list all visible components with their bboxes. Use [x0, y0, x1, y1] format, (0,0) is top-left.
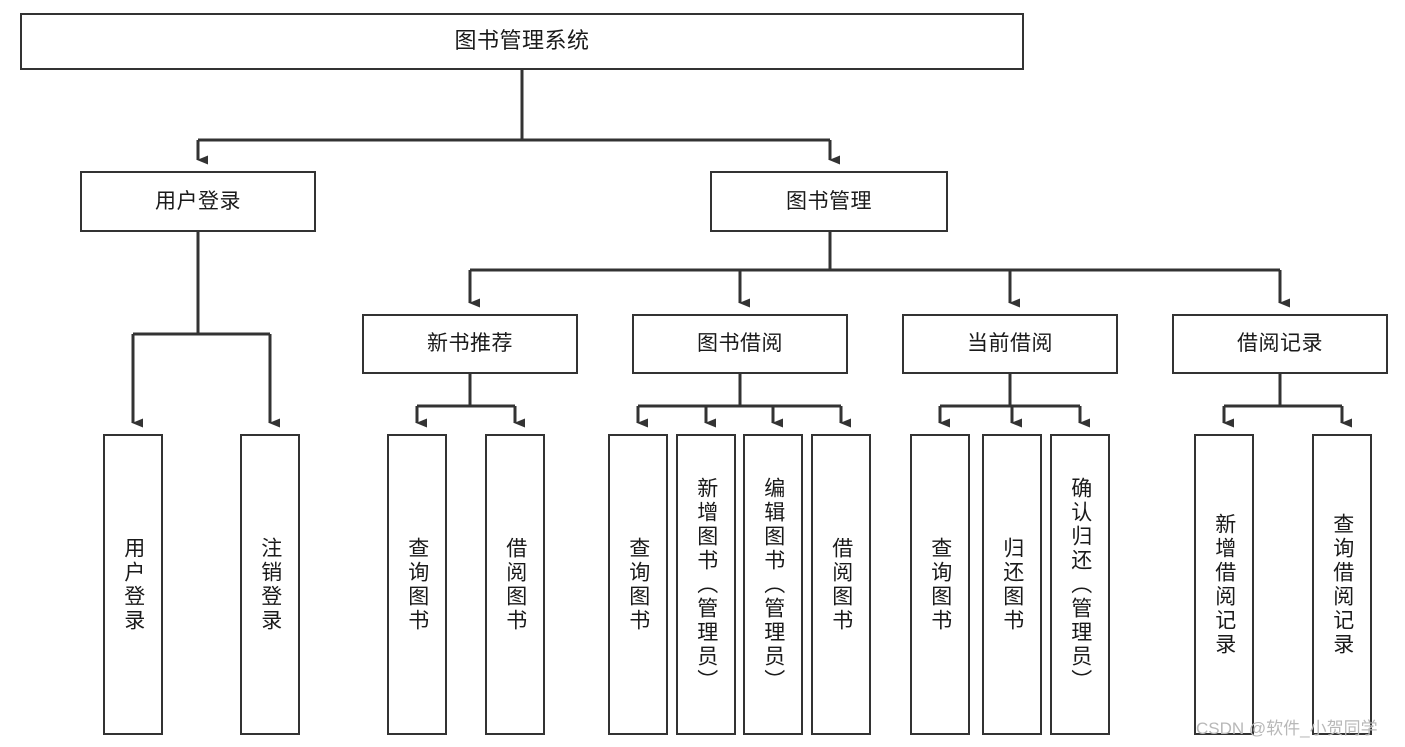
node-leaf-query-borrow-record-label: 查询借阅记录: [1330, 512, 1354, 657]
node-leaf-edit-book-admin[interactable]: 编辑图书（管理员）: [743, 434, 803, 735]
node-leaf-confirm-return-admin-label: 确认归还（管理员）: [1068, 476, 1092, 693]
node-leaf-query-book-3[interactable]: 查询图书: [910, 434, 970, 735]
node-borrow-record[interactable]: 借阅记录: [1172, 314, 1388, 374]
node-leaf-query-book-2-label: 查询图书: [626, 536, 650, 633]
node-user-login[interactable]: 用户登录: [80, 171, 316, 232]
node-leaf-confirm-return-admin[interactable]: 确认归还（管理员）: [1050, 434, 1110, 735]
node-leaf-borrow-book-1-label: 借阅图书: [503, 536, 527, 633]
node-leaf-logout-login-label: 注销登录: [258, 536, 282, 633]
node-root-label: 图书管理系统: [454, 28, 590, 54]
node-book-borrow[interactable]: 图书借阅: [632, 314, 848, 374]
node-book-manage-label: 图书管理: [786, 189, 872, 213]
node-leaf-borrow-book-1[interactable]: 借阅图书: [485, 434, 545, 735]
node-current-borrow-label: 当前借阅: [967, 332, 1053, 356]
node-leaf-return-book-label: 归还图书: [1000, 536, 1024, 633]
node-leaf-add-book-admin-label: 新增图书（管理员）: [694, 476, 718, 693]
node-leaf-query-book-2[interactable]: 查询图书: [608, 434, 668, 735]
node-book-manage[interactable]: 图书管理: [710, 171, 948, 232]
node-book-borrow-label: 图书借阅: [697, 332, 783, 356]
node-user-login-label: 用户登录: [155, 189, 241, 213]
node-new-book-recommend-label: 新书推荐: [427, 332, 513, 356]
node-root[interactable]: 图书管理系统: [20, 13, 1024, 70]
node-leaf-query-book-1-label: 查询图书: [405, 536, 429, 633]
node-leaf-add-borrow-record[interactable]: 新增借阅记录: [1194, 434, 1254, 735]
node-leaf-borrow-book-2[interactable]: 借阅图书: [811, 434, 871, 735]
node-leaf-return-book[interactable]: 归还图书: [982, 434, 1042, 735]
node-current-borrow[interactable]: 当前借阅: [902, 314, 1118, 374]
node-leaf-edit-book-admin-label: 编辑图书（管理员）: [761, 476, 785, 693]
node-leaf-logout-login[interactable]: 注销登录: [240, 434, 300, 735]
node-leaf-user-login[interactable]: 用户登录: [103, 434, 163, 735]
csdn-watermark: CSDN @软件_小贺同学: [1196, 719, 1378, 738]
node-leaf-user-login-label: 用户登录: [121, 536, 145, 633]
node-leaf-query-book-3-label: 查询图书: [928, 536, 952, 633]
node-leaf-query-book-1[interactable]: 查询图书: [387, 434, 447, 735]
node-leaf-add-borrow-record-label: 新增借阅记录: [1212, 512, 1236, 657]
node-leaf-query-borrow-record[interactable]: 查询借阅记录: [1312, 434, 1372, 735]
node-borrow-record-label: 借阅记录: [1237, 332, 1323, 356]
node-new-book-recommend[interactable]: 新书推荐: [362, 314, 578, 374]
node-leaf-borrow-book-2-label: 借阅图书: [829, 536, 853, 633]
node-leaf-add-book-admin[interactable]: 新增图书（管理员）: [676, 434, 736, 735]
